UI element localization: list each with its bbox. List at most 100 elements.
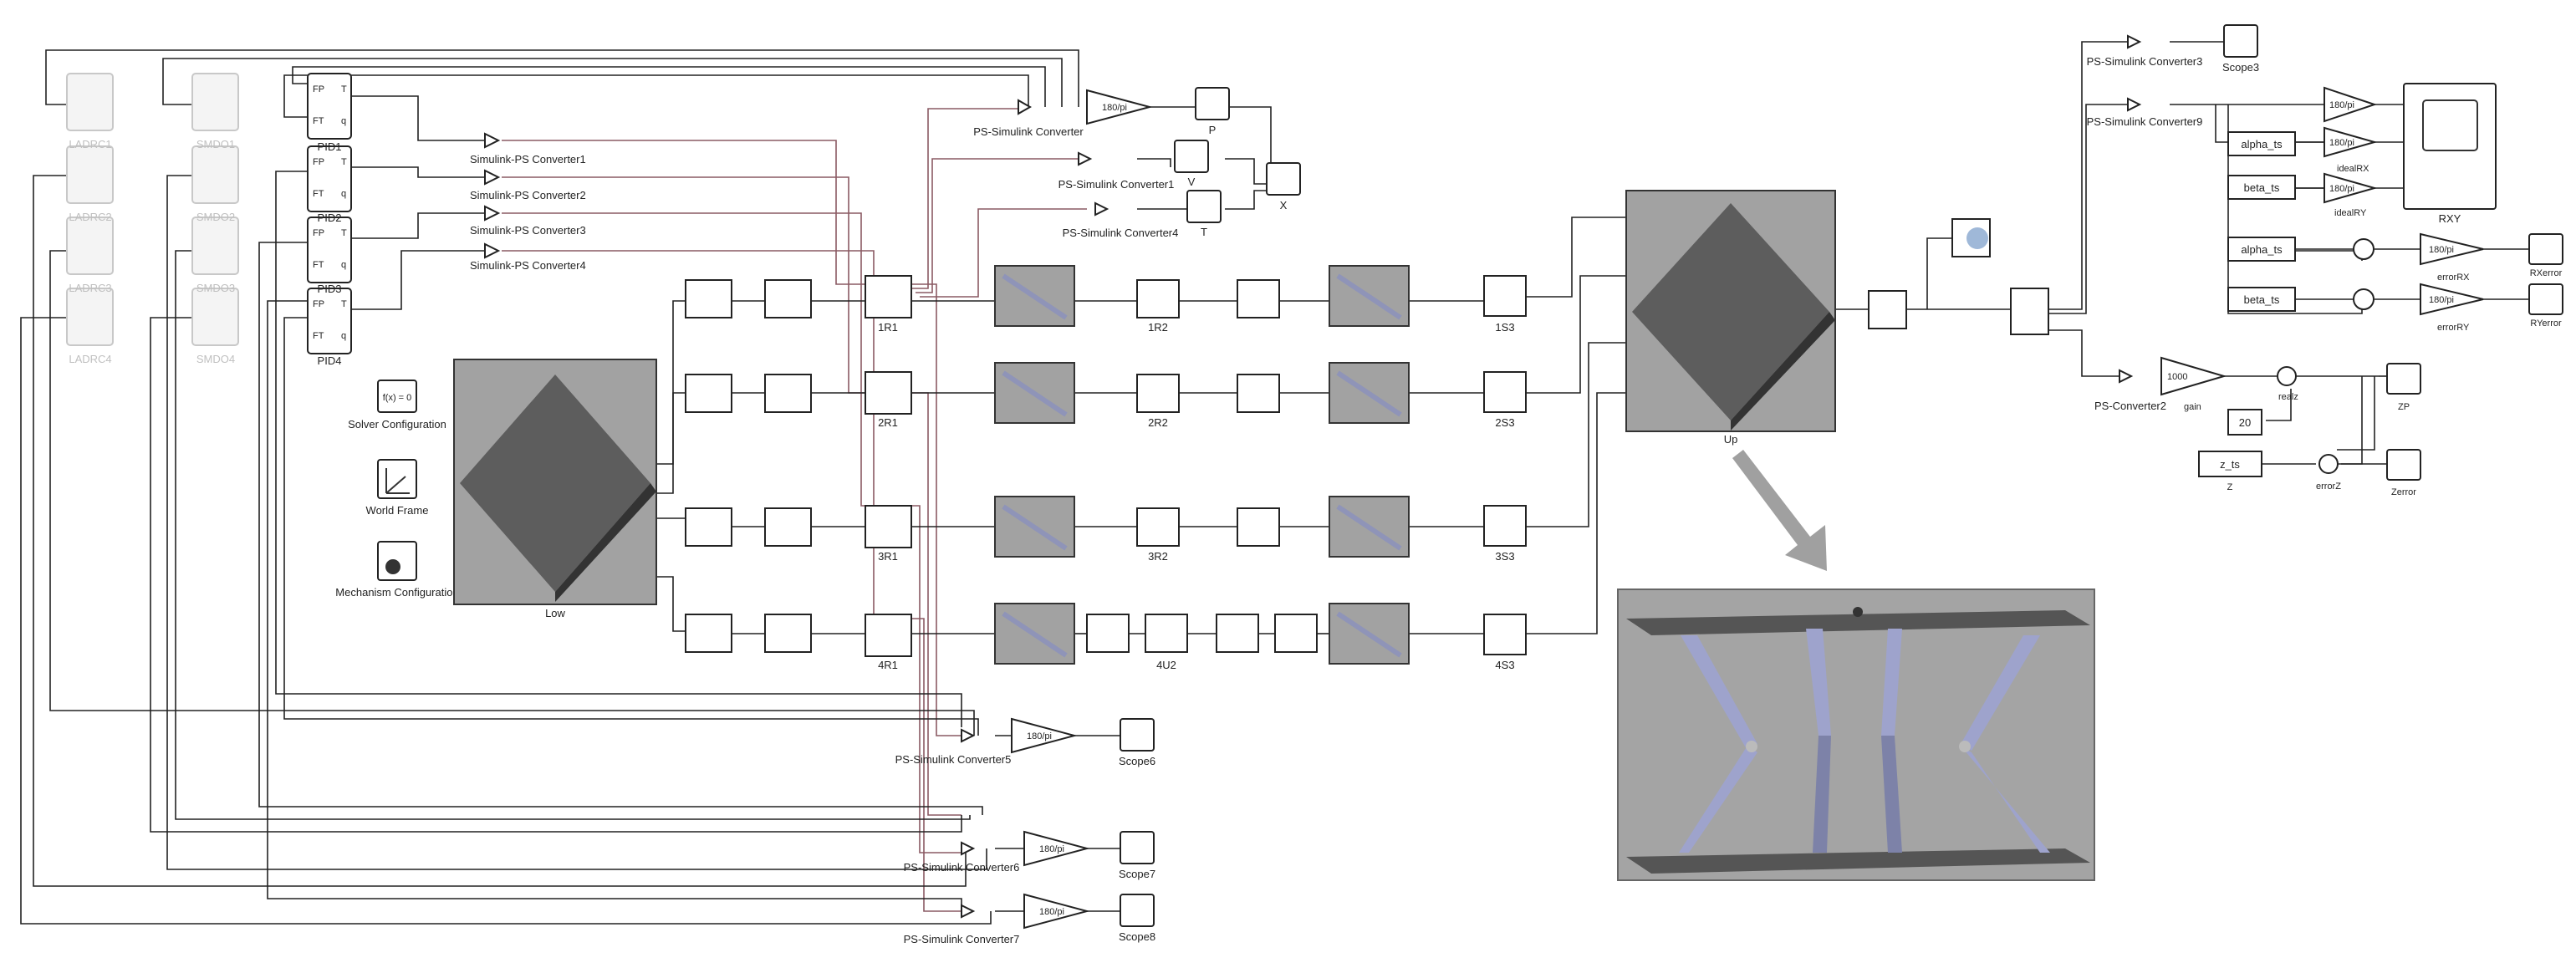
gear-icon [385,559,400,574]
scope-rx-error[interactable] [2528,233,2563,265]
spherical-joint-2s3[interactable] [1483,371,1527,413]
gain-180pi-rx[interactable] [2324,86,2378,123]
transform-sensor-block[interactable] [2010,288,2049,335]
smdo3-block[interactable] [191,217,239,275]
simulink-ps-converter2-block[interactable] [484,169,501,186]
up-platform-subsystem[interactable]: Up [1625,190,1836,446]
sum-error-rx[interactable] [2353,238,2375,260]
low-platform-subsystem[interactable]: Low [453,359,657,619]
smdo2-block[interactable] [191,145,239,204]
ps-simulink-converter9-block[interactable] [2127,97,2142,112]
simulink-ps-converter1-block[interactable] [484,132,501,149]
rigid-transform-u1[interactable] [1086,614,1130,653]
rigid-transforms-column-a [685,279,812,653]
pid2-block[interactable] [307,145,352,212]
rigid-transform-c1[interactable] [1237,279,1280,318]
ps-simulink-converter5-block[interactable] [961,728,976,743]
mechanism-configuration-block[interactable]: Mechanism Configuration [335,541,459,599]
scope-zp[interactable] [2386,363,2421,395]
ps-simulink-converter3-block[interactable] [2127,34,2142,49]
pid1-block[interactable] [307,73,352,140]
bottom-measurement-group: PS-Simulink Converter5 180/pi Scope6 PS-… [895,717,1155,945]
scope-x[interactable] [1266,162,1301,196]
spherical-joint-3s3[interactable] [1483,505,1527,547]
revolute-joint-2r1[interactable] [865,371,912,415]
scope6[interactable] [1120,718,1155,752]
scope-v[interactable] [1174,140,1209,173]
gain-180pi-top[interactable] [1086,89,1153,125]
pid3-block[interactable] [307,217,352,283]
ps-converter2-block[interactable] [2119,369,2134,384]
gain-1000[interactable] [2160,356,2227,396]
sum-error-ry[interactable] [2353,288,2375,310]
gain-180pi-6[interactable] [1023,830,1090,867]
rigid-transform-a4[interactable] [685,614,732,653]
scope7[interactable] [1120,831,1155,864]
beta-ts-source-1[interactable] [2227,175,2296,200]
spherical-joint-4s3[interactable] [1483,614,1527,655]
ladrc1-block[interactable] [66,73,114,131]
revolute-joint-1r2[interactable] [1136,279,1180,318]
scope-p[interactable] [1195,87,1230,120]
scope-ry-error[interactable] [2528,283,2563,315]
ps-simulink-converter1-block[interactable] [1078,151,1093,166]
rigid-transform-a3[interactable] [685,507,732,547]
rigid-transform-u2[interactable] [1216,614,1259,653]
world-frame-block[interactable]: World Frame [366,459,429,517]
simulink-ps-converter4-label: Simulink-PS Converter4 [470,259,586,272]
rigid-transform-c2[interactable] [1237,374,1280,413]
z-ts-source[interactable] [2198,451,2262,477]
revolute-joint-3r2[interactable] [1136,507,1180,547]
gain-ideal-rx[interactable] [2324,126,2378,158]
scope-zerror[interactable] [2386,449,2421,481]
revolute-joint-2r2[interactable] [1136,374,1180,413]
rigid-transform-a1[interactable] [685,279,732,318]
scope3[interactable] [2223,24,2258,58]
rigid-transform-b1[interactable] [764,279,812,318]
rigid-transform-a2[interactable] [685,374,732,413]
gain-180pi-5[interactable] [1011,717,1078,754]
ladrc2-block[interactable] [66,145,114,204]
pid4-block[interactable] [307,288,352,354]
spherical-joint-1s3[interactable] [1483,275,1527,317]
solver-configuration-block[interactable]: f(x) = 0 Solver Configuration [348,380,446,431]
signal-lines [20,41,2529,925]
ps-simulink-converter6-block[interactable] [961,841,976,856]
ps-simulink-converter-block[interactable] [1018,99,1033,115]
simulink-ps-converter3-block[interactable] [484,205,501,222]
constant-20[interactable] [2227,409,2262,436]
revolute-3r1-label: 3R1 [878,550,898,563]
sum-error-z[interactable] [2318,454,2339,474]
rigid-transform-up[interactable] [1868,290,1907,329]
gain-error-rx[interactable] [2420,232,2484,266]
revolute-joint-3r1[interactable] [865,505,912,548]
mechanism-3d-view[interactable] [1617,588,2095,881]
gain-180pi-7[interactable] [1023,893,1090,930]
sum-realz[interactable] [2277,366,2297,386]
gain-error-rx-text: 180/pi [2429,245,2454,255]
rigid-transform-c3[interactable] [1237,507,1280,547]
ps-simulink-converter4-block[interactable] [1094,201,1109,217]
alpha-ts-source-1[interactable] [2227,131,2296,156]
scope8[interactable] [1120,894,1155,927]
ps-simulink-converter7-block[interactable] [961,904,976,919]
revolute-joint-1r1[interactable] [865,275,912,318]
beta-ts-source-2[interactable] [2227,287,2296,312]
alpha-ts-source-2[interactable] [2227,237,2296,262]
rigid-transform-u3[interactable] [1274,614,1318,653]
ladrc3-block[interactable] [66,217,114,275]
scope8-label: Scope8 [1119,930,1155,943]
rigid-transform-b2[interactable] [764,374,812,413]
error-z-label: errorZ [2316,482,2341,492]
gain-ideal-ry[interactable] [2324,172,2378,204]
gain-error-ry[interactable] [2420,283,2484,316]
revolute-joint-4r1[interactable] [865,614,912,657]
smdo4-block[interactable] [191,288,239,346]
rigid-transform-b3[interactable] [764,507,812,547]
scope-t[interactable] [1186,190,1222,223]
smdo1-block[interactable] [191,73,239,131]
ladrc4-block[interactable] [66,288,114,346]
universal-joint-4u2[interactable] [1145,614,1188,653]
rigid-transform-b4[interactable] [764,614,812,653]
simulink-ps-converter4-block[interactable] [484,242,501,259]
